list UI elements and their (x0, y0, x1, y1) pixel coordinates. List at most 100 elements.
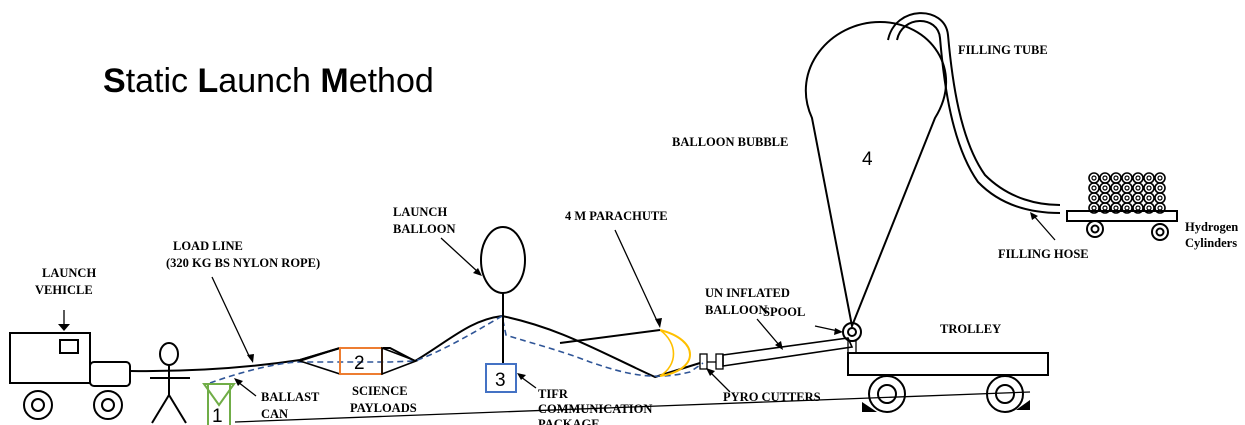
load-line-arrow-icon (247, 354, 254, 363)
hydrogen-cylinder (1132, 172, 1144, 184)
hydrogen-cylinders (1066, 172, 1178, 241)
hydrogen-cylinder-valve (1113, 185, 1119, 191)
hydrogen-cylinder (1143, 192, 1155, 204)
hydrogen-cylinder-valve (1113, 175, 1119, 181)
hydrogen-cylinder (1110, 172, 1122, 184)
filling-hose-label: FILLING HOSE (998, 247, 1089, 261)
hydrogen-cylinder (1099, 182, 1111, 194)
hydrogen-cylinder (1132, 182, 1144, 194)
diagram-title: Static Launch Method (103, 62, 434, 100)
parachute-arrow-icon (655, 318, 662, 328)
hydrogen-cylinder-valve (1146, 185, 1152, 191)
launch-balloon-label: LAUNCH BALLOON (393, 205, 456, 236)
filling-tube (887, 12, 1061, 206)
load-line-label: LOAD LINE (320 KG BS NYLON ROPE) (166, 239, 320, 270)
uninflated-arrow-icon (775, 341, 783, 350)
tifr-package-label: TIFR COMMUNICATION PACKAGE (538, 387, 655, 425)
hydrogen-cylinder (1088, 192, 1100, 204)
hydrogen-cylinder-valve (1146, 175, 1152, 181)
pyro-arrow-icon (706, 368, 715, 376)
hydrogen-cylinder (1132, 202, 1144, 214)
ground-crew-figure (150, 342, 190, 424)
hydrogen-cylinder-valve (1135, 185, 1141, 191)
hydrogen-cylinder (1110, 192, 1122, 204)
hydrogen-cylinder (1154, 182, 1166, 194)
science-number: 2 (354, 353, 365, 374)
hydrogen-cylinder-valve (1124, 185, 1130, 191)
ballast-arrow-icon (234, 378, 243, 386)
hydrogen-cylinder-valve (1135, 175, 1141, 181)
hydrogen-cylinder-valve (1135, 205, 1141, 211)
hydrogen-cylinder-valve (1124, 205, 1130, 211)
vehicle-cabin (9, 332, 91, 384)
tifr-arrow-icon (517, 373, 526, 380)
hydrogen-cylinder (1088, 202, 1100, 214)
hydrogen-cylinder-valve (1157, 195, 1163, 201)
vehicle-hood (89, 361, 131, 387)
hydrogen-cylinder-valve (1102, 205, 1108, 211)
ballast-can: 1 (202, 383, 236, 425)
parachute-label: 4 M PARACHUTE (565, 209, 668, 223)
hydrogen-cylinders-label: Hydrogen Cylinders (1185, 220, 1241, 250)
hydrogen-cylinder (1143, 202, 1155, 214)
science-payloads-label: SCIENCE PAYLOADS (350, 384, 417, 415)
hydrogen-cylinder-valve (1124, 175, 1130, 181)
hydrogen-cylinder-valve (1102, 175, 1108, 181)
hydrogen-cylinder (1121, 182, 1133, 194)
hydrogen-cylinder-valve (1157, 175, 1163, 181)
hydrogen-cylinder-valve (1146, 205, 1152, 211)
hydrogen-cylinder (1110, 202, 1122, 214)
hydrogen-cylinder (1121, 202, 1133, 214)
hydrogen-cylinder (1154, 192, 1166, 204)
hydrogen-cylinder (1121, 172, 1133, 184)
uninflated-balloon-label: UN INFLATED BALLOON (705, 286, 793, 317)
filling-hose-arrow-icon (1030, 212, 1038, 220)
hydrogen-cylinder-valve (1157, 205, 1163, 211)
science-payloads: 2 (297, 346, 419, 376)
hydrogen-cylinder-valve (1091, 185, 1097, 191)
dashed-control-line (209, 314, 704, 384)
ballast-number: 1 (212, 406, 223, 425)
hydrogen-cylinder (1099, 172, 1111, 184)
launch-vehicle-label: LAUNCH VEHICLE (35, 266, 99, 297)
trolley (847, 352, 1049, 413)
hydrogen-cylinder-valve (1091, 195, 1097, 201)
hydrogen-cylinder-valve (1157, 185, 1163, 191)
launch-balloon (480, 226, 526, 294)
parachute (559, 329, 691, 377)
hydrogen-cylinder (1143, 172, 1155, 184)
ballast-can-label: BALLAST CAN (261, 390, 322, 421)
filling-tube-label: FILLING TUBE (958, 43, 1048, 57)
hydrogen-cylinder (1143, 182, 1155, 194)
hydrogen-cylinder (1099, 192, 1111, 204)
hydrogen-cylinder-valve (1091, 175, 1097, 181)
hydrogen-cylinder-valve (1091, 205, 1097, 211)
launch-vehicle-arrow-icon (58, 324, 70, 331)
vehicle-window (59, 339, 79, 354)
hydrogen-cylinder-valve (1102, 185, 1108, 191)
launch-vehicle (9, 310, 131, 420)
hydrogen-cylinder (1088, 182, 1100, 194)
pyro-cutters-label: PYRO CUTTERS (723, 390, 821, 404)
uninflated-balloon (722, 337, 854, 367)
trolley-label: TROLLEY (940, 322, 1001, 336)
load-line (129, 314, 701, 379)
spool-arrow-icon (834, 328, 843, 335)
hydrogen-cylinder-valve (1135, 195, 1141, 201)
balloon-bubble-label: BALLOON BUBBLE (672, 135, 788, 149)
hydrogen-cylinder-valve (1146, 195, 1152, 201)
hydrogen-cylinder (1154, 172, 1166, 184)
cylinder-stack (1088, 172, 1166, 214)
balloon-bubble: 4 (805, 20, 947, 330)
hydrogen-cylinder (1154, 202, 1166, 214)
vehicle-wheel-rear (23, 390, 53, 420)
hydrogen-cylinder (1132, 192, 1144, 204)
hydrogen-cylinder-valve (1113, 195, 1119, 201)
spool-label: SPOOL (763, 305, 805, 319)
pyro-cutters (699, 353, 724, 370)
tifr-number: 3 (495, 370, 506, 391)
hydrogen-cylinder (1088, 172, 1100, 184)
vehicle-wheel-front (93, 390, 123, 420)
tifr-communication-package: 3 (485, 363, 517, 393)
